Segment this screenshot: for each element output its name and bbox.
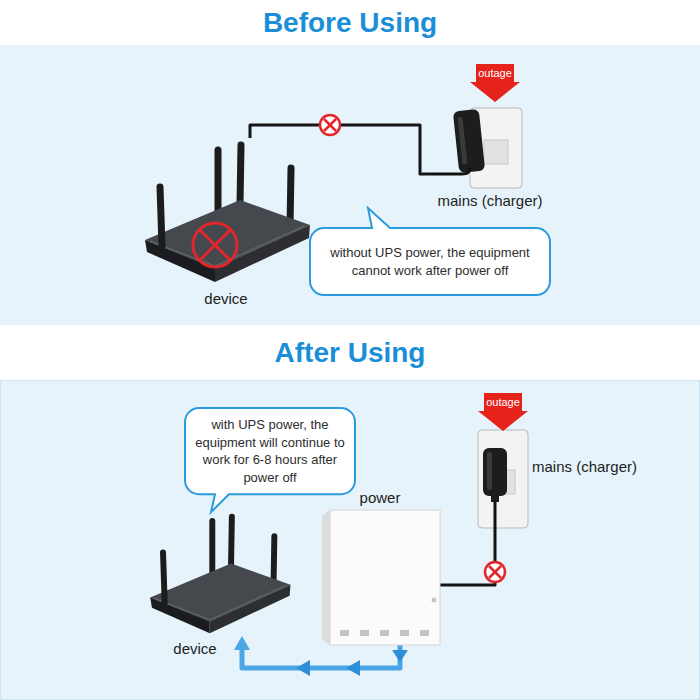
callout-shape	[185, 408, 355, 512]
router-picture	[150, 517, 290, 633]
outage-label: outage	[470, 64, 520, 82]
device-label: device	[123, 640, 267, 658]
wire-line	[242, 645, 400, 668]
callout-bubble: without UPS power, the equipment cannot …	[310, 228, 550, 295]
section-heading: Before Using	[0, 0, 700, 45]
wire-line	[250, 125, 430, 174]
flow-chevron	[296, 660, 310, 676]
outage-arrow-fill	[478, 393, 528, 431]
power-outlet: mains (charger)	[430, 104, 550, 212]
outage-arrow: outage	[478, 393, 528, 431]
callout-bubble: with UPS power, the equipment will conti…	[185, 408, 355, 494]
ups-box-picture	[322, 510, 440, 645]
cut-wire-mark	[485, 562, 505, 582]
section-panel: After Using with UPS power, the equipment…	[0, 325, 700, 700]
wire-connector	[250, 125, 430, 174]
callout-outline	[310, 228, 550, 295]
outlet-label: mains (charger)	[532, 458, 637, 476]
section-heading: After Using	[0, 325, 700, 380]
ups-box: power	[320, 488, 440, 645]
router-picture	[145, 145, 310, 282]
outage-label: outage	[478, 393, 528, 411]
wall-outlet	[478, 430, 528, 540]
no-power-mark	[193, 223, 237, 267]
cut-wire-mark	[320, 115, 340, 135]
wall-outlet	[430, 108, 522, 188]
flow-chevron	[392, 650, 408, 662]
section-panel: Before Using outage mains (charger) devicew…	[0, 0, 700, 325]
panel-ground	[1, 381, 700, 700]
flow-chevron	[346, 660, 360, 676]
callout-text: without UPS power, the equipment cannot …	[320, 244, 540, 279]
ups-label: power	[320, 488, 440, 508]
arrow-head	[234, 636, 250, 650]
callout-shape	[310, 208, 550, 295]
panel-ground	[0, 45, 700, 325]
outage-arrow-fill	[470, 64, 520, 102]
callout-text: with UPS power, the equipment will conti…	[193, 416, 347, 486]
router: device	[148, 512, 292, 636]
device-label: device	[140, 290, 312, 308]
outage-arrow: outage	[470, 64, 520, 102]
outlet-label: mains (charger)	[430, 192, 550, 210]
power-outlet: mains (charger)	[470, 428, 640, 540]
router: device	[140, 138, 312, 286]
